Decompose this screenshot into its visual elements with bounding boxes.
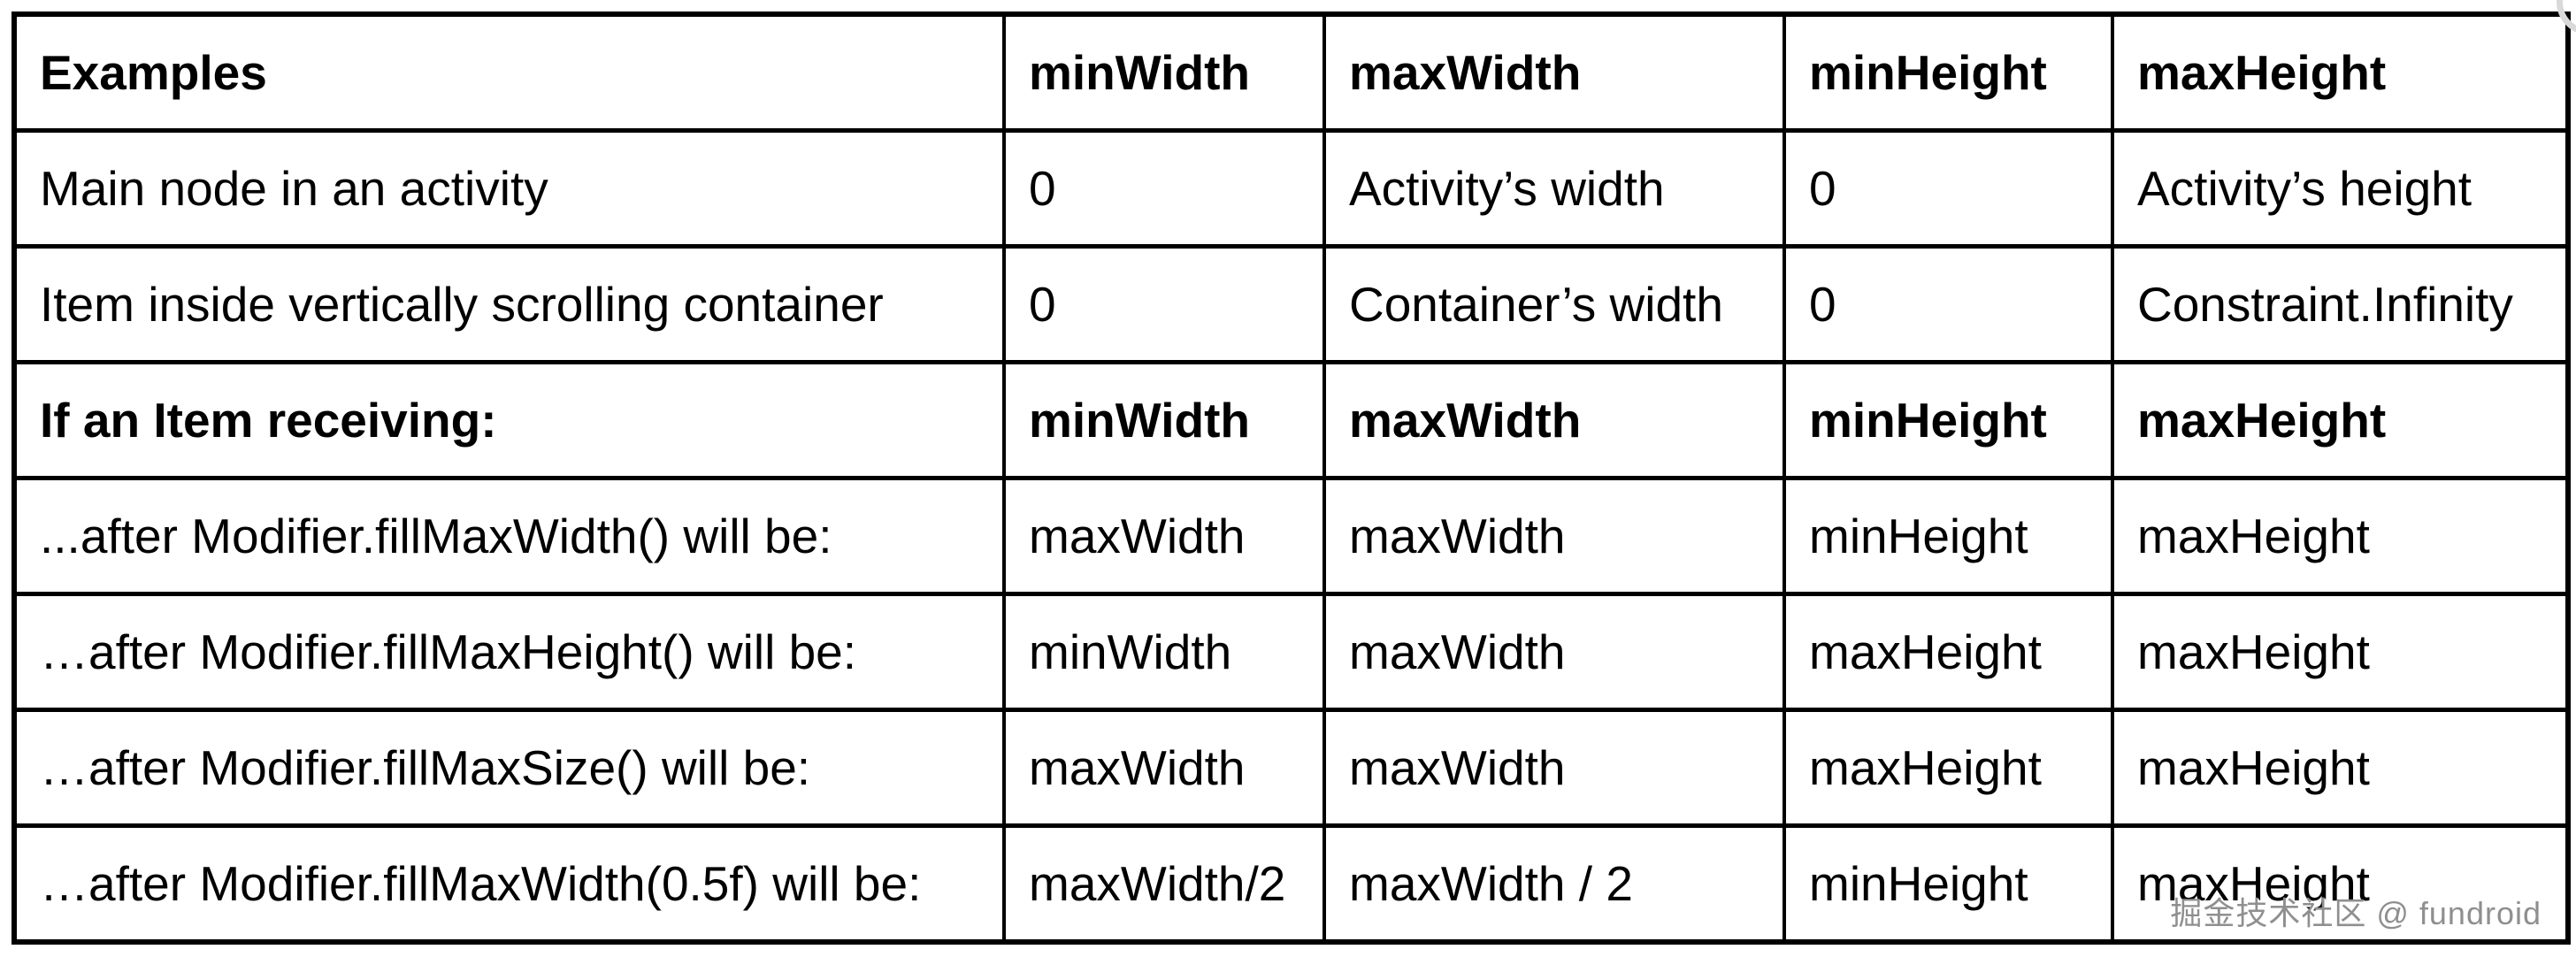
table-cell: minHeight (1782, 476, 2114, 596)
header-cell: minHeight (1782, 360, 2114, 480)
table-cell: maxWidth (1322, 592, 1786, 712)
table-cell: …after Modifier.fillMaxWidth(0.5f) will … (12, 823, 1006, 945)
table-row: ...after Modifier.fillMaxWidth() will be… (12, 476, 2570, 596)
table-cell: minWidth (1002, 592, 1326, 712)
table-cell: 0 (1782, 244, 2114, 364)
table-cell: minHeight (1782, 823, 2114, 945)
table-cell: Main node in an activity (12, 128, 1006, 249)
table-row: …after Modifier.fillMaxSize() will be:ma… (12, 708, 2570, 828)
table-cell: Container’s width (1322, 244, 1786, 364)
header-cell: maxWidth (1322, 360, 1786, 480)
header-cell: minWidth (1002, 11, 1326, 133)
table-cell: maxWidth (1322, 476, 1786, 596)
table-cell: maxHeight (2111, 592, 2570, 712)
table-cell: Constraint.Infinity (2111, 244, 2570, 364)
header-cell: minHeight (1782, 11, 2114, 133)
table-cell: maxWidth / 2 (1322, 823, 1786, 945)
table-cell: …after Modifier.fillMaxHeight() will be: (12, 592, 1006, 712)
table-cell: …after Modifier.fillMaxSize() will be: (12, 708, 1006, 828)
table-cell: maxWidth/2 (1002, 823, 1326, 945)
table-cell: Activity’s height (2111, 128, 2570, 249)
table-cell: maxHeight (1782, 708, 2114, 828)
table-cell: maxHeight (2111, 823, 2570, 945)
table-cell: ...after Modifier.fillMaxWidth() will be… (12, 476, 1006, 596)
header-cell: minWidth (1002, 360, 1326, 480)
table-cell: 0 (1782, 128, 2114, 249)
header-cell: maxHeight (2111, 11, 2570, 133)
table-row: Item inside vertically scrolling contain… (12, 244, 2570, 364)
header-cell: maxHeight (2111, 360, 2570, 480)
table-cell: maxWidth (1002, 708, 1326, 828)
table-cell: maxHeight (1782, 592, 2114, 712)
table-cell: maxHeight (2111, 476, 2570, 596)
table-cell: 0 (1002, 244, 1326, 364)
header-cell: maxWidth (1322, 11, 1786, 133)
header-cell: Examples (12, 11, 1006, 133)
table-cell: Item inside vertically scrolling contain… (12, 244, 1006, 364)
table-row: …after Modifier.fillMaxHeight() will be:… (12, 592, 2570, 712)
table-cell: maxHeight (2111, 708, 2570, 828)
table-cell: maxWidth (1322, 708, 1786, 828)
table-cell: 0 (1002, 128, 1326, 249)
table-cell: maxWidth (1002, 476, 1326, 596)
header-cell: If an Item receiving: (12, 360, 1006, 480)
table-cell: Activity’s width (1322, 128, 1786, 249)
table-row: …after Modifier.fillMaxWidth(0.5f) will … (12, 823, 2570, 945)
